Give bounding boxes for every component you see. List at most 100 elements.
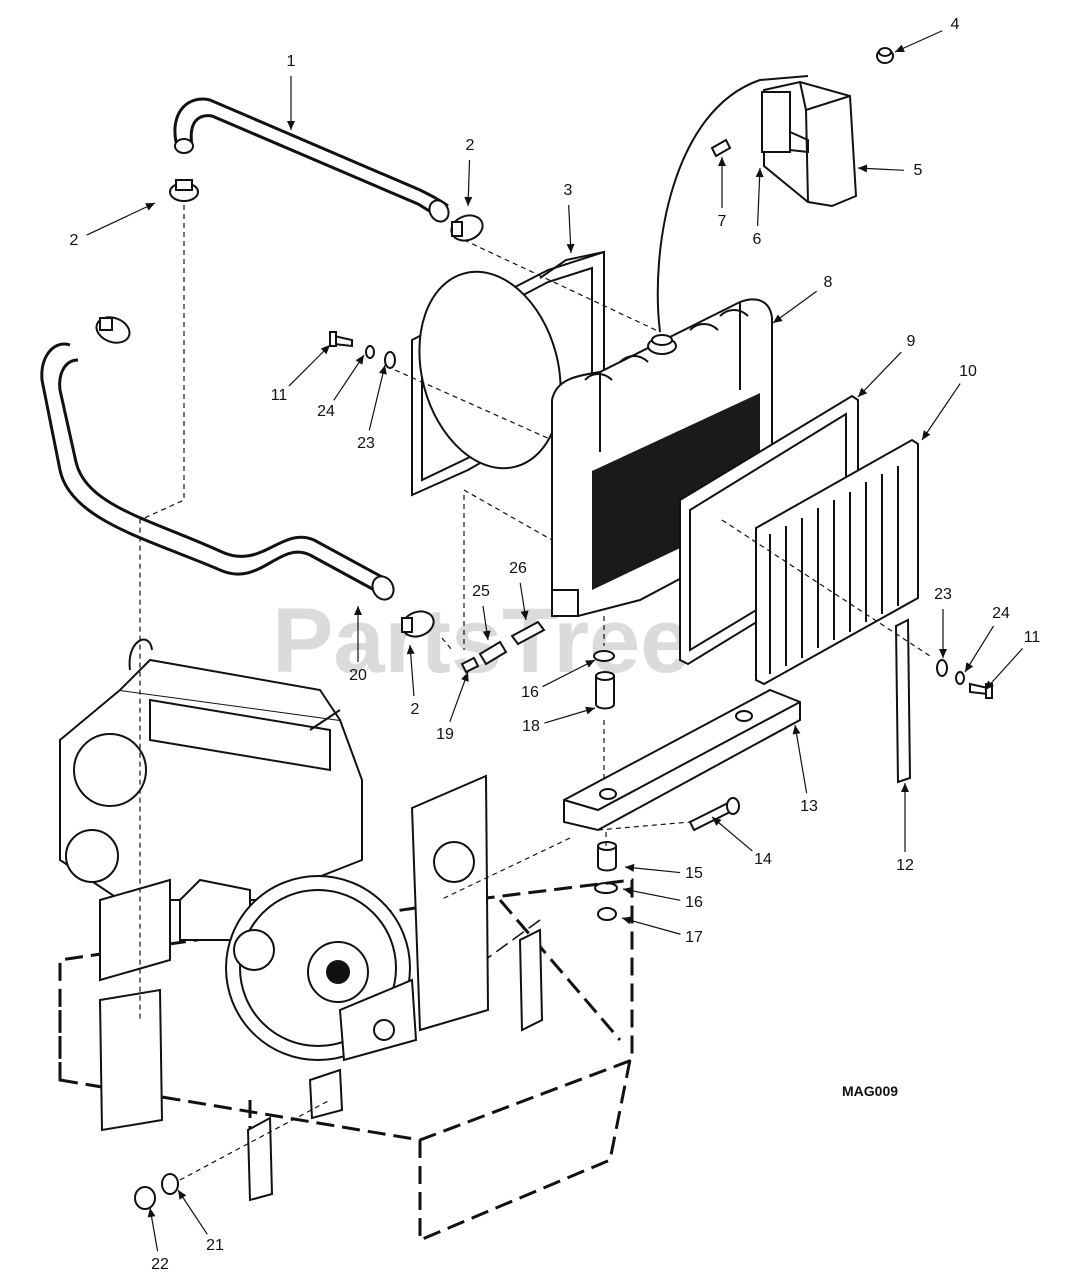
- callout-c6: 6: [753, 167, 764, 248]
- callout-label: 24: [992, 605, 1010, 622]
- callout-label: 16: [521, 684, 539, 701]
- rubber-mount-lower: [597, 841, 617, 872]
- callout-leader: [288, 344, 331, 387]
- callout-c16b: 16: [622, 886, 703, 911]
- callout-label: 5: [914, 162, 923, 179]
- callout-arrowhead: [355, 355, 364, 365]
- callout-arrowhead: [939, 649, 947, 658]
- engine: [59, 638, 363, 982]
- side-plate: [894, 618, 912, 784]
- callout-c22: 22: [147, 1207, 169, 1273]
- callout-leader: [621, 917, 681, 935]
- callout-label: 3: [564, 182, 573, 199]
- callout-label: 24: [317, 403, 335, 420]
- callout-c2a: 2: [464, 137, 475, 207]
- callout-arrowhead: [712, 817, 722, 826]
- callout-label: 15: [685, 865, 703, 882]
- callout-c2c: 2: [406, 644, 420, 718]
- rubber-mount-upper: [595, 671, 615, 710]
- callout-label: 11: [1024, 629, 1041, 646]
- callout-arrowhead: [520, 610, 529, 620]
- callout-arrowhead: [965, 662, 974, 672]
- callout-arrowhead: [461, 672, 469, 682]
- callout-arrowhead: [379, 365, 387, 375]
- callout-c23b: 23: [934, 586, 952, 658]
- callout-leader: [772, 290, 818, 324]
- bracket-bolt: [688, 797, 740, 832]
- callout-c19: 19: [436, 671, 469, 743]
- callout-label: 13: [800, 798, 818, 815]
- washer-24-right: [955, 671, 965, 685]
- hose-clamp-lower: [401, 610, 435, 638]
- callout-arrowhead: [625, 863, 635, 872]
- reservoir-screw: [710, 138, 732, 158]
- callout-c17: 17: [621, 916, 703, 946]
- spacer-26: [510, 620, 546, 646]
- callout-arrowhead: [482, 630, 491, 640]
- hose-clamp-top-right: [450, 214, 484, 242]
- callout-arrowhead: [773, 314, 783, 323]
- callout-c18: 18: [522, 706, 596, 735]
- callout-label: 25: [472, 583, 490, 600]
- callout-c20: 20: [349, 606, 367, 684]
- callout-arrowhead: [623, 886, 633, 895]
- callout-label: 22: [151, 1256, 169, 1273]
- callout-label: 4: [951, 16, 960, 33]
- callout-c10: 10: [921, 363, 977, 441]
- washer-23-right: [936, 659, 948, 677]
- callout-label: 9: [907, 333, 916, 350]
- callout-leader: [984, 647, 1024, 691]
- callout-leader: [921, 383, 961, 441]
- callout-label: 8: [824, 274, 833, 291]
- callout-arrowhead: [922, 430, 931, 440]
- callout-arrowhead: [718, 157, 726, 166]
- callout-c4: 4: [894, 16, 960, 53]
- washer-21: [161, 1173, 179, 1195]
- drawing-code: MAG009: [842, 1083, 898, 1099]
- callout-label: 26: [509, 560, 527, 577]
- nut-lower: [597, 907, 617, 921]
- callout-arrowhead: [287, 121, 295, 130]
- frame-bracket-left: [98, 988, 164, 1132]
- callout-leader: [794, 724, 808, 794]
- upper-hose: [173, 97, 450, 223]
- callout-c25: 25: [472, 583, 491, 641]
- fan-shroud: [411, 250, 605, 497]
- callout-label: 20: [349, 667, 367, 684]
- callout-c12: 12: [896, 783, 914, 874]
- callout-label: 2: [411, 701, 420, 718]
- callout-arrowhead: [406, 645, 415, 655]
- callout-c11a: 11: [271, 344, 331, 404]
- hose-clamp-left: [95, 316, 131, 344]
- bolt-11-left: [329, 331, 353, 348]
- callout-arrowhead: [858, 387, 868, 397]
- callout-label: 1: [287, 53, 296, 70]
- callout-c11b: 11: [984, 629, 1041, 691]
- callout-arrowhead: [147, 1208, 156, 1218]
- callout-arrowhead: [901, 783, 909, 792]
- callout-c8: 8: [772, 274, 833, 324]
- callout-arrowhead: [354, 606, 362, 615]
- callout-arrowhead: [566, 243, 575, 253]
- callout-c7: 7: [718, 157, 727, 230]
- callout-label: 23: [357, 435, 375, 452]
- callout-c3: 3: [564, 182, 575, 254]
- callout-label: 12: [896, 857, 914, 874]
- callout-c2b: 2: [70, 202, 156, 249]
- callout-arrowhead: [985, 680, 995, 690]
- callout-c23a: 23: [357, 364, 387, 452]
- callout-leader: [86, 202, 156, 236]
- callout-arrowhead: [622, 916, 632, 925]
- spacer-25: [478, 640, 508, 666]
- screw-19: [460, 656, 480, 674]
- callout-label: 11: [271, 387, 288, 404]
- callout-c13: 13: [792, 724, 818, 815]
- callout-label: 16: [685, 894, 703, 911]
- callout-label: 2: [70, 232, 79, 249]
- callout-label: 19: [436, 726, 454, 743]
- callout-arrowhead: [178, 1190, 187, 1200]
- callout-arrowhead: [320, 345, 330, 355]
- callout-label: 10: [959, 363, 977, 380]
- callout-leader: [964, 625, 995, 673]
